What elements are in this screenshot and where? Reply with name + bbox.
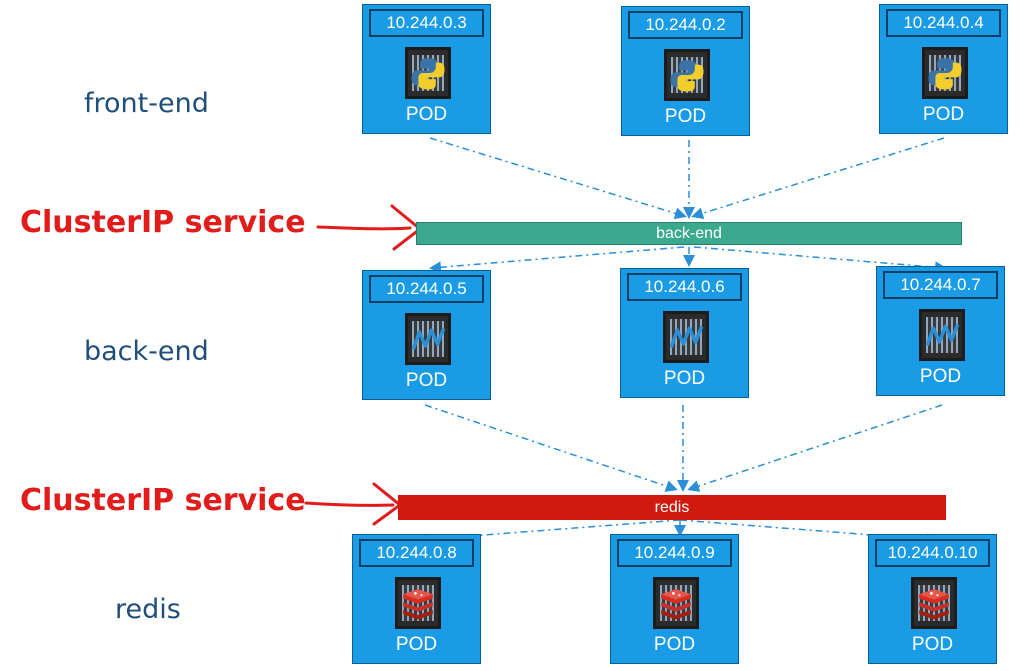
connector-be3-to-redis: [687, 404, 943, 492]
pod-frontend-1: 10.244.0.3 POD: [362, 4, 491, 134]
pod-ip: 10.244.0.5: [369, 275, 484, 303]
tier-label-redis: redis: [115, 594, 181, 625]
container-icon: [922, 47, 968, 99]
pod-label: POD: [653, 634, 696, 655]
pod-frontend-3: 10.244.0.4 POD: [879, 4, 1008, 134]
callout-arrow-backend: [316, 204, 423, 251]
wave-icon: [669, 325, 704, 349]
pod-ip: 10.244.0.8: [359, 539, 474, 567]
callout-clusterip-redis: ClusterIP service: [20, 483, 306, 518]
connector-backend-to-be3: [693, 246, 947, 274]
container-icon: [919, 309, 965, 361]
container-icon: [395, 577, 441, 629]
container-icon: [653, 577, 699, 629]
wave-icon: [925, 323, 960, 347]
pod-label: POD: [405, 104, 448, 125]
pod-label: POD: [664, 106, 707, 127]
wave-icon: [411, 327, 446, 351]
container-icon: [405, 313, 451, 365]
connector-fe1-to-backend: [429, 137, 687, 220]
python-icon: [411, 58, 445, 90]
pod-frontend-2: 10.244.0.2 POD: [621, 6, 750, 136]
redis-icon: [403, 589, 433, 620]
python-icon: [928, 58, 962, 90]
container-icon: [663, 311, 709, 363]
pod-ip: 10.244.0.10: [875, 539, 990, 567]
pod-redis-2: 10.244.0.9 POD: [610, 534, 739, 664]
connector-backend-to-be1: [429, 246, 685, 274]
pod-label: POD: [911, 634, 954, 655]
pod-ip: 10.244.0.6: [627, 273, 742, 301]
pod-ip: 10.244.0.7: [883, 271, 998, 299]
connector-be1-to-redis: [424, 404, 678, 492]
pod-ip: 10.244.0.3: [369, 9, 484, 37]
pod-ip: 10.244.0.9: [617, 539, 732, 567]
connector-fe3-to-backend: [691, 137, 945, 220]
pod-label: POD: [663, 368, 706, 389]
redis-icon: [661, 589, 691, 620]
pod-ip: 10.244.0.2: [628, 11, 743, 39]
pod-backend-2: 10.244.0.6 POD: [620, 268, 749, 398]
pod-label: POD: [395, 634, 438, 655]
python-icon: [670, 60, 704, 92]
pod-label: POD: [922, 104, 965, 125]
callout-clusterip-backend: ClusterIP service: [20, 205, 306, 240]
service-backend: back-end: [416, 222, 962, 245]
pod-label: POD: [405, 370, 448, 391]
pod-ip: 10.244.0.4: [886, 9, 1001, 37]
pod-backend-1: 10.244.0.5 POD: [362, 270, 491, 400]
pod-redis-1: 10.244.0.8 POD: [352, 534, 481, 664]
callout-arrow-redis: [304, 482, 403, 526]
container-icon: [911, 577, 957, 629]
redis-icon: [919, 589, 949, 620]
container-icon: [664, 49, 710, 101]
pod-redis-3: 10.244.0.10 POD: [868, 534, 997, 664]
tier-label-frontend: front-end: [84, 88, 209, 119]
service-redis: redis: [398, 495, 946, 520]
pod-label: POD: [919, 366, 962, 387]
tier-label-backend: back-end: [84, 336, 209, 367]
container-icon: [405, 47, 451, 99]
connector-redis-to-r1: [415, 519, 681, 546]
pod-backend-3: 10.244.0.7 POD: [876, 266, 1005, 396]
